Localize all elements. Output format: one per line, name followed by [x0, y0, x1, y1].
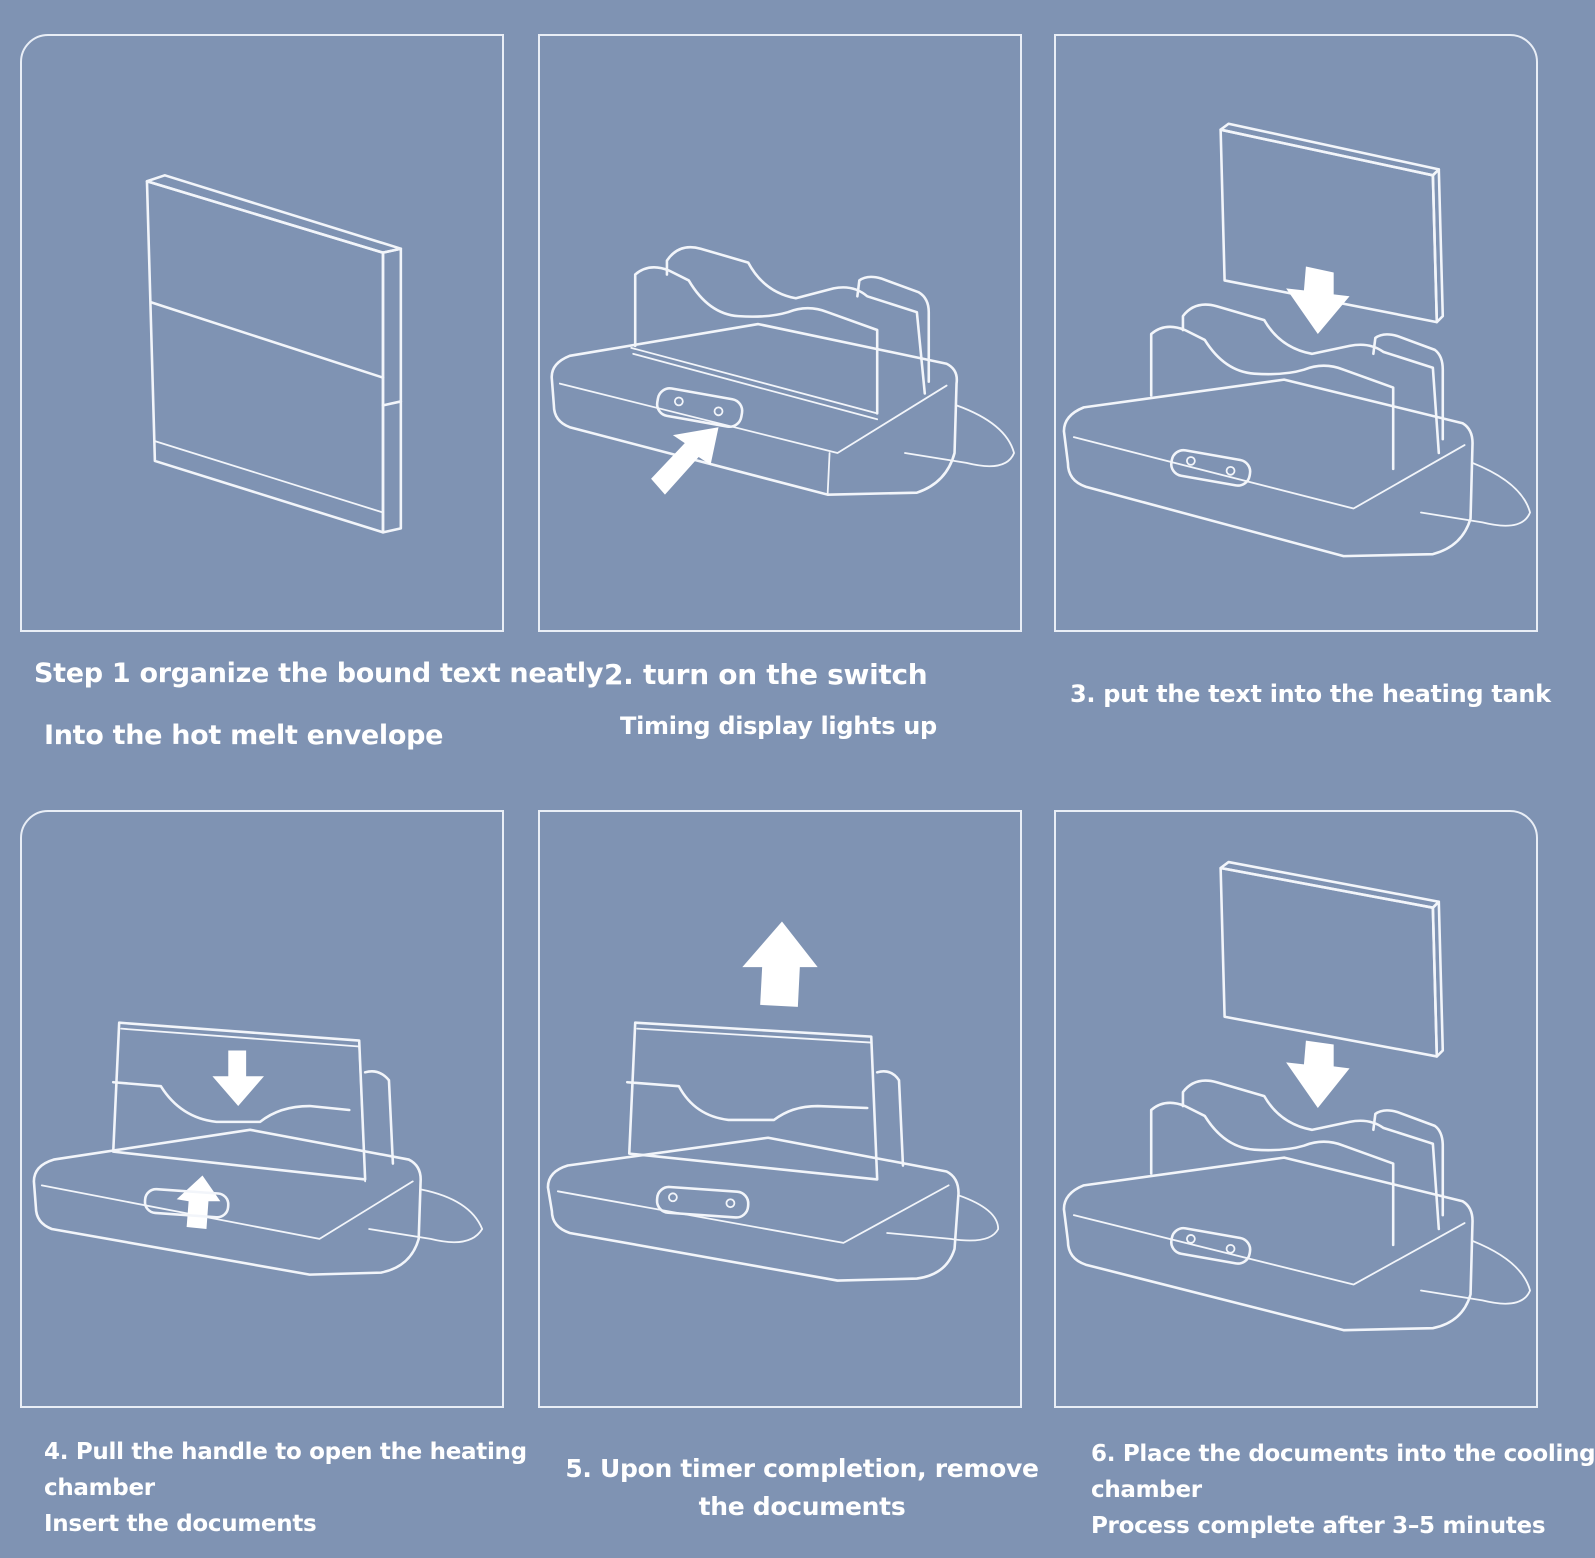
hot-melt-envelope-illustration [145, 174, 403, 534]
cooling-chamber-illustration [1062, 860, 1531, 1332]
remove-documents-illustration [546, 921, 1000, 1282]
step4-caption-line1: 4. Pull the handle to open the heating [44, 1439, 527, 1465]
step3-illustration-panel [1054, 34, 1538, 632]
step5-caption: 5. Upon timer completion, remove the doc… [548, 1450, 1056, 1526]
step6-caption-line3: Process complete after 3–5 minutes [1091, 1513, 1546, 1539]
step1-illustration-panel [20, 34, 504, 632]
step4-caption-line3: Insert the documents [44, 1511, 317, 1537]
step2-caption-line2: Timing display lights up [620, 712, 937, 740]
step4-caption: 4. Pull the handle to open the heating c… [44, 1434, 527, 1542]
step1-caption-line2: Into the hot melt envelope [44, 720, 444, 751]
step6-caption-line2: chamber [1091, 1477, 1202, 1503]
step4-caption-line2: chamber [44, 1475, 155, 1501]
step3-caption-line1: 3. put the text into the heating tank [1070, 680, 1551, 708]
step2-caption-line1: 2. turn on the switch [604, 658, 928, 691]
step6-caption: 6. Place the documents into the cooling … [1091, 1436, 1595, 1544]
binding-machine-illustration [550, 245, 1015, 496]
insert-documents-illustration [32, 1021, 484, 1276]
step6-caption-line1: 6. Place the documents into the cooling [1091, 1441, 1595, 1467]
step4-illustration-panel [20, 810, 504, 1408]
step6-illustration-panel [1054, 810, 1538, 1408]
step2-illustration-panel [538, 34, 1022, 632]
step5-illustration-panel [538, 810, 1022, 1408]
step1-caption-line1: Step 1 organize the bound text neatly [34, 658, 604, 689]
insert-text-illustration [1062, 122, 1531, 558]
step5-caption-line2: the documents [698, 1492, 906, 1521]
step5-caption-line1: 5. Upon timer completion, remove [565, 1454, 1039, 1483]
